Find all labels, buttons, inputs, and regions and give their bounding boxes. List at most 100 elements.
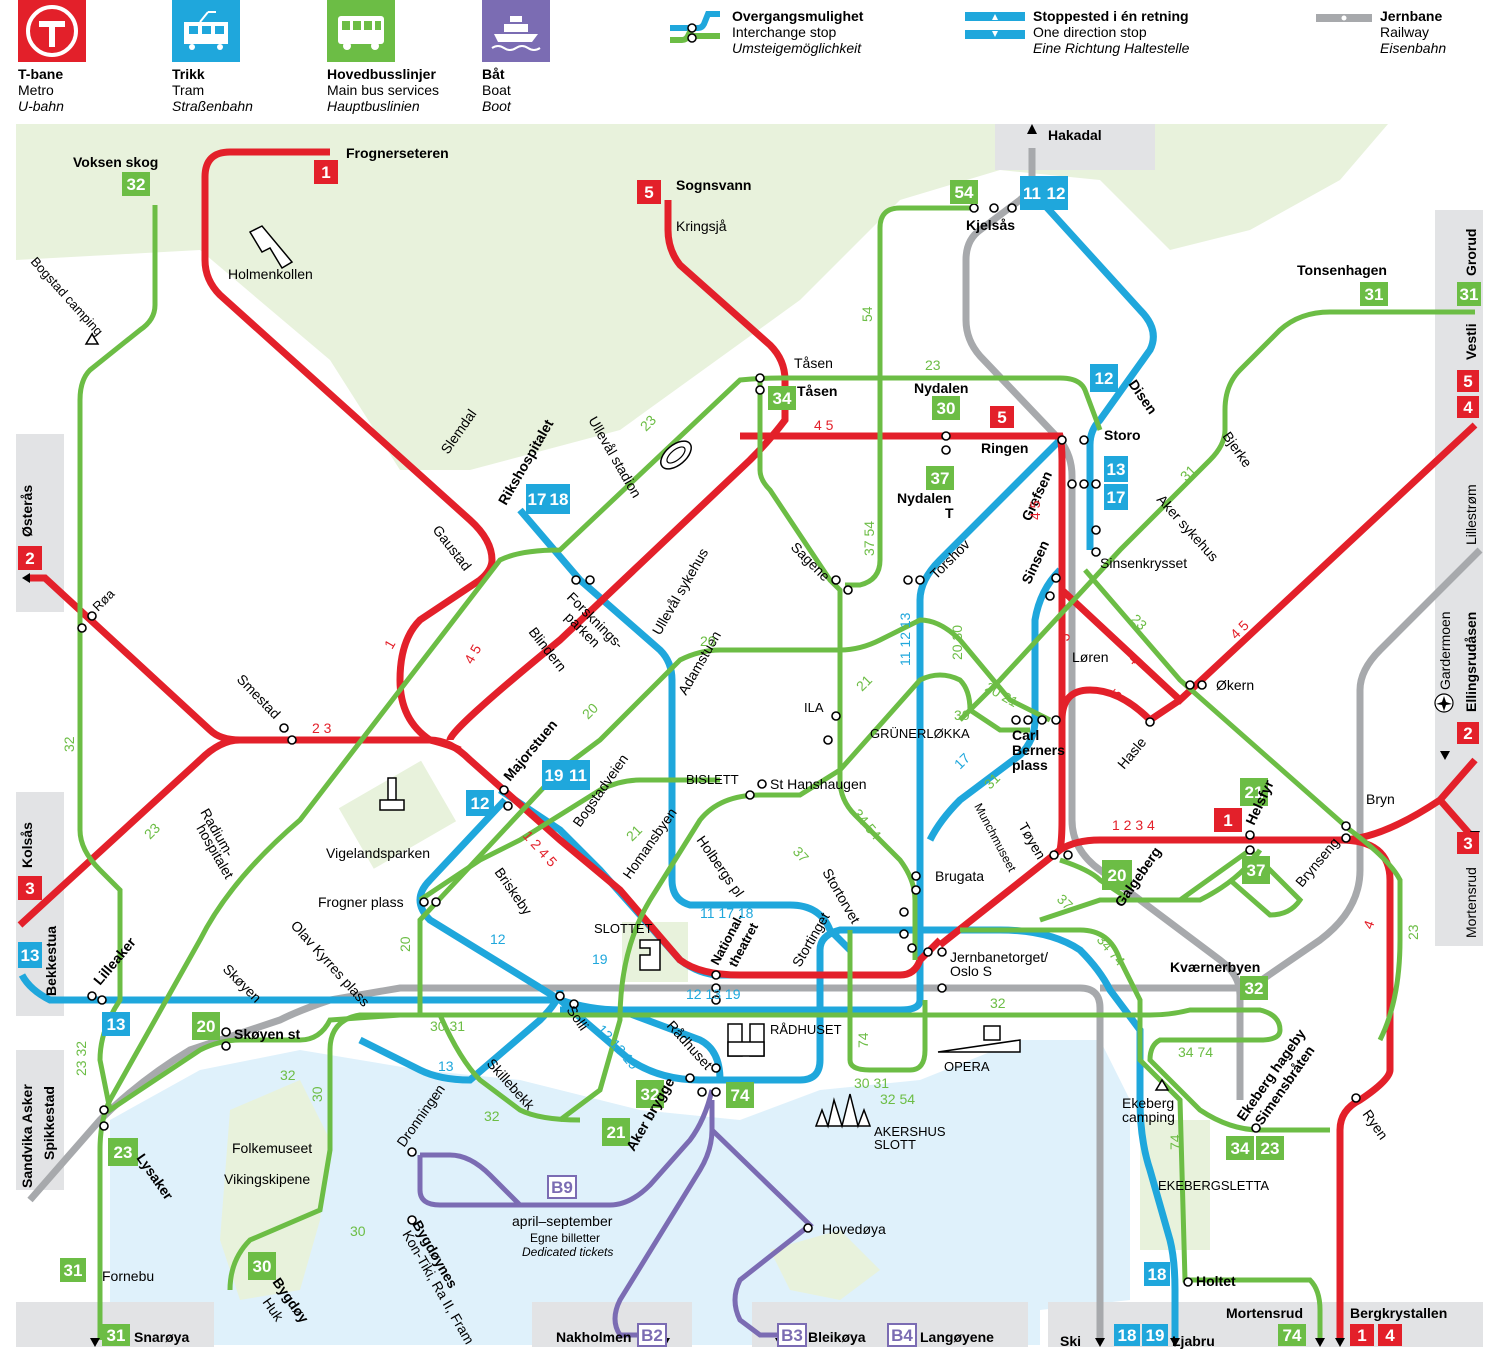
badge-helsfyr-1-text: 1 <box>1223 811 1232 830</box>
station-label-nydalen-t1-17: Nydalen <box>897 490 951 506</box>
tram-12-13-19-radhuset <box>557 926 1179 1340</box>
line-label-m23-121: 2 3 <box>312 720 332 736</box>
badge-langoyene-b4: B4 <box>887 1323 917 1347</box>
badge-b9-text: B9 <box>551 1178 573 1197</box>
station-label-smestad-41: Smestad <box>234 671 284 722</box>
badge-kvaernerbyen-32: 32 <box>1240 976 1268 1000</box>
badge-mortensrud-3: 3 <box>1457 832 1479 854</box>
badge-tasen-34: 34 <box>768 386 796 410</box>
legend-bus-de: Hauptbuslinien <box>327 98 420 114</box>
legend-boat-en: Boat <box>482 82 511 98</box>
badge-riks-17-text: 17 <box>528 490 547 509</box>
badge-brynseng-37: 37 <box>1242 856 1270 884</box>
station-label-disen-16: Disen <box>1126 377 1161 417</box>
station-label-grorud-9: Grorud <box>1463 229 1479 276</box>
station-label-ljabru-114: Ljabru <box>1172 1333 1215 1349</box>
badge-bygdoy-30-text: 30 <box>253 1257 272 1276</box>
line-label-m1-122: 1 <box>381 637 399 652</box>
station-label-langoyene-112: Langøyene <box>920 1329 994 1345</box>
radhuset-icon <box>727 1023 765 1057</box>
badge-ekeberg-23: 23 <box>1256 1136 1284 1160</box>
badge-riks-17: 17 <box>526 484 548 514</box>
legend-railway-en: Railway <box>1380 24 1430 40</box>
badge-nydalen-30: 30 <box>932 396 960 420</box>
badge-bergkrystallen-1: 1 <box>1350 1324 1374 1346</box>
legend-metro-de: U-bahn <box>18 98 64 114</box>
bus-31-grorud <box>958 309 1475 722</box>
station-label-nydalen-13: Nydalen <box>914 380 968 396</box>
boat-b9 <box>420 1089 715 1208</box>
bus-32-voksen <box>77 205 1000 1115</box>
line-label-b3474-164: 34 74 <box>1178 1044 1213 1060</box>
boat-b2 <box>612 1100 715 1338</box>
line-label-t19-171: 19 <box>592 951 608 967</box>
station-label-akershus1-91: AKERSHUS <box>874 1124 946 1139</box>
station-label-hovedoya-102: Hovedøya <box>822 1221 886 1237</box>
badge-ringen-5-text: 5 <box>997 408 1006 427</box>
bus-23-east <box>1083 568 1403 1042</box>
badge-ekeberg-23-text: 23 <box>1261 1139 1280 1158</box>
badge-voksen-32: 32 <box>122 172 150 196</box>
station-label-opera-85: OPERA <box>944 1059 990 1074</box>
badge-mortensrud-3-text: 3 <box>1463 834 1472 853</box>
monolith-icon <box>379 777 405 811</box>
badge-kjelsas-11: 11 <box>1020 176 1044 210</box>
badge-helsfyr-1: 1 <box>1214 808 1242 832</box>
station-label-vikingskipene-90: Vikingskipene <box>224 1171 310 1187</box>
station-label-holmenkollen-1: Holmenkollen <box>228 266 313 282</box>
line-label-b23-146: 23 <box>1128 611 1150 633</box>
one-direction-icon <box>965 12 1025 39</box>
line-label-b23-148: 23 <box>141 820 163 842</box>
badge-sognsvann-5: 5 <box>637 180 661 204</box>
badge-galgeberg-20: 20 <box>1102 860 1132 890</box>
station-label-jernbanetorget2-75: Oslo S <box>950 963 992 979</box>
station-label-frognerseteren-0: Frognerseteren <box>346 145 449 161</box>
station-label-fornebu-107: Fornebu <box>102 1268 154 1284</box>
panel-osteras <box>16 434 64 612</box>
badge-majorstuen-11-text: 11 <box>569 766 587 785</box>
badge-aker-32-text: 32 <box>641 1085 660 1104</box>
badge-disen-12-text: 12 <box>1095 369 1114 388</box>
badge-snaroya-31-text: 31 <box>107 1326 126 1345</box>
station-label-ekeberg-camping1-93: Ekeberg <box>1122 1095 1174 1111</box>
boat-b3-b4 <box>710 1128 814 1338</box>
station-label-ryen-97: Ryen <box>1360 1107 1392 1143</box>
hovedoya-land <box>770 1230 880 1300</box>
badge-lilleaker-13-text: 13 <box>107 1015 126 1034</box>
badge-ljabru-19-text: 19 <box>1146 1326 1165 1345</box>
line-label-b20-139: 20 <box>397 936 413 952</box>
line-label-b32-149: 32 <box>61 736 77 752</box>
legend-bus-en: Main bus services <box>327 82 440 98</box>
tram-17-18-rikshospitalet <box>517 507 853 953</box>
station-label-sognsvann-4: Sognsvann <box>676 177 751 193</box>
metro-5-sognsvann <box>446 200 789 742</box>
bus-37-fognerplass <box>418 777 720 903</box>
legend-tram-en: Tram <box>172 82 205 98</box>
legend-tram-de: Straßenbahn <box>172 98 253 114</box>
bus-lines <box>77 205 1475 1340</box>
boat-info-tickets-no-118: Egne billetter <box>530 1231 600 1245</box>
stadium-icon <box>660 440 692 470</box>
badge-bergkrystallen-4-text: 4 <box>1385 1326 1395 1345</box>
badge-storo-17: 17 <box>1104 484 1128 510</box>
station-label-carl1-45: Carl <box>1012 727 1039 743</box>
metro-icon <box>18 0 86 62</box>
boat-lines <box>417 1089 814 1338</box>
legend-interchange: Overgangsmulighet Interchange stop Umste… <box>668 6 863 56</box>
badge-lilleaker-13: 13 <box>102 1012 130 1036</box>
badge-helsfyr-21: 21 <box>1240 778 1268 806</box>
badge-ljabru-18: 18 <box>1114 1324 1140 1346</box>
badge-mortensrud-74-text: 74 <box>1283 1326 1302 1345</box>
bus-23-west <box>97 375 1103 1340</box>
line-label-b23-132: 23 <box>925 357 941 373</box>
badge-majorstuen-19: 19 <box>542 760 566 790</box>
bus-icon <box>327 0 395 62</box>
badge-ringen-5: 5 <box>990 406 1014 428</box>
metro-3-kolsas <box>17 736 241 928</box>
station-label-loren-37: Løren <box>1072 649 1109 665</box>
station-label-slottet-70: SLOTTET <box>594 921 653 936</box>
badge-kjelsas-54: 54 <box>950 180 978 204</box>
station-label-ellingsrudasen-40: Ellingsrudåsen <box>1463 612 1479 712</box>
badge-galgeberg-20-text: 20 <box>1108 866 1127 885</box>
badge-ljabru-18-text: 18 <box>1118 1326 1137 1345</box>
